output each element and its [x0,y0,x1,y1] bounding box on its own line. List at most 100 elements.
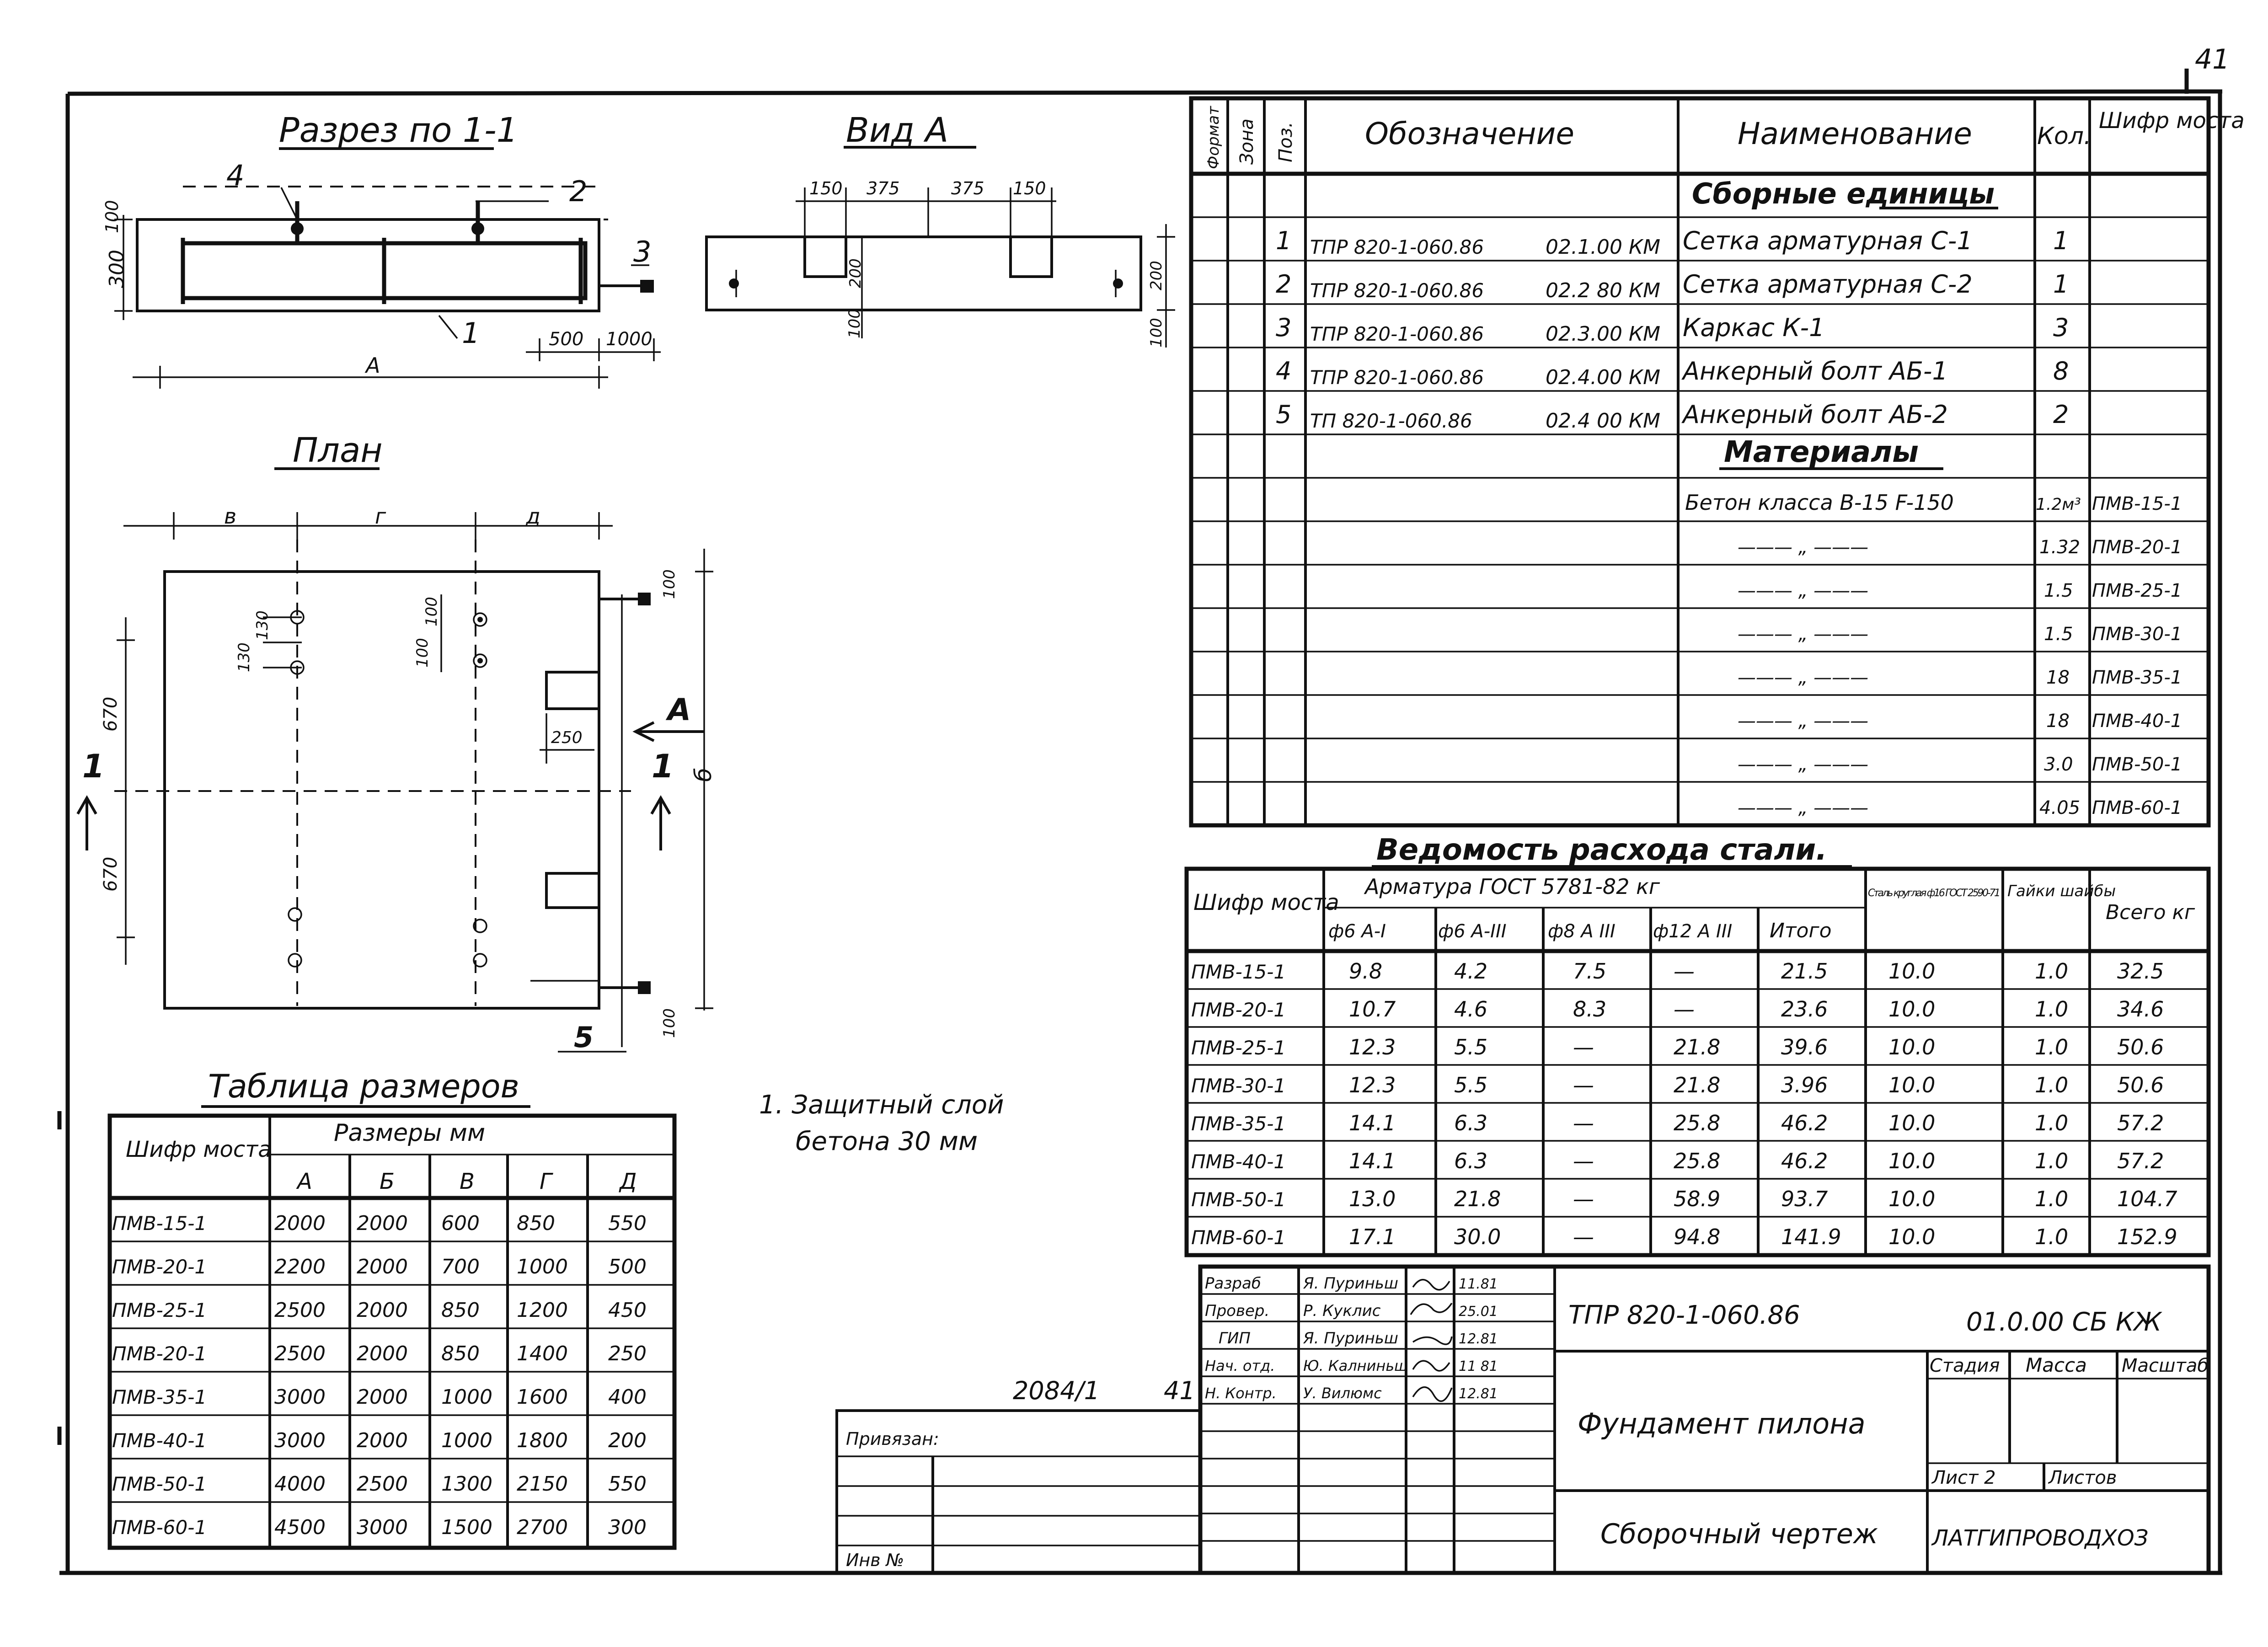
dim-150-l: 150 [809,178,843,198]
dim-h-b: Б [380,1169,395,1194]
steel-cell: 1.0 [2035,1073,2068,1097]
steel-h-col4: ф12 А III [1653,921,1732,942]
steel-cell: 6.3 [1454,1111,1487,1135]
steel-cell: 1.0 [2035,1225,2068,1249]
spec-mat1-qty: 1.2м³ [2036,495,2081,514]
dim-cell: 550 [608,1472,647,1496]
dim-cell: 2000 [357,1385,408,1409]
dim-cell: 2000 [274,1212,326,1235]
dim-cell: 4000 [274,1472,326,1496]
spec-mat5-code: ПМВ-35-1 [2092,667,2182,688]
spec-row2-name: Сетка арматурная С-2 [1683,270,1973,299]
dim-row-code: ПМВ-20-1 [112,1342,207,1365]
dim-cell: 1000 [517,1255,568,1278]
callout-2: 2 [569,175,587,208]
spec-mat4-qty: 1.5 [2044,624,2073,645]
spec-row1-name: Сетка арматурная С-1 [1683,226,1973,255]
spec-h-qty: Кол. [2037,123,2091,150]
dim-cell: 450 [608,1299,647,1322]
dim-g: г [375,504,386,529]
dim-cell: 3000 [274,1385,326,1409]
steel-cell: 10.0 [1888,997,1935,1021]
spec-row1-qty: 1 [2053,226,2069,255]
dim-cell: 700 [441,1255,480,1278]
date-5: 12.81 [1459,1386,1498,1402]
spec-group-assemblies: Сборные единицы [1692,177,1995,210]
dim-row-code: ПМВ-25-1 [112,1299,207,1321]
steel-cell: 7.5 [1573,959,1606,984]
steel-cell: 30.0 [1454,1225,1501,1249]
dim-cell: 2000 [357,1299,408,1322]
dim-cell: 400 [608,1385,647,1409]
steel-cell: 104.7 [2117,1187,2177,1211]
dim-670-bottom: 670 [100,857,121,892]
role-2: Провер. [1205,1302,1269,1320]
spec-row3-code: ТПР 820-1-060.86 [1310,323,1484,345]
dim-cell: 3000 [357,1516,408,1539]
steel-cell: 46.2 [1781,1149,1828,1173]
sheet-number: 41 [2195,43,2230,75]
steel-cell: 5.5 [1454,1035,1487,1059]
dim-100-b: 100 [413,638,432,668]
steel-cell: 9.8 [1349,959,1382,984]
steel-cell: 21.5 [1781,959,1828,984]
steel-cell: 34.6 [2117,997,2164,1021]
steel-cell: 1.0 [2035,1187,2068,1211]
spec-mat1-code: ПМВ-15-1 [2092,493,2182,514]
spec-row1-pos: 1 [1276,226,1291,255]
steel-cell: 10.0 [1888,1073,1935,1097]
spec-mat3-name: ——— „ ——— [1738,580,1868,601]
dim-cell: 300 [608,1516,647,1539]
dim-cell: 850 [441,1299,480,1322]
steel-cell: 94.8 [1674,1225,1720,1249]
spec-mat6-code: ПМВ-40-1 [2092,711,2182,732]
steel-h-group: Арматура ГОСТ 5781-82 кг [1364,874,1660,899]
name-2: Р. Куклис [1303,1302,1381,1320]
dim-v: в [224,504,236,529]
steel-cell: 1.0 [2035,1149,2068,1173]
steel-cell: 93.7 [1781,1187,1828,1211]
dim-100: 100 [102,200,122,233]
dim-d: д [525,504,540,529]
dim-1000: 1000 [606,329,653,350]
spec-group-materials: Материалы [1724,435,1919,469]
spec-row5-pos: 5 [1276,400,1291,429]
dim-cell: 550 [608,1212,647,1235]
steel-row-code: ПМВ-50-1 [1191,1188,1286,1211]
view-arrow-a: А [665,692,691,727]
dim-cell: 1000 [441,1385,492,1409]
steel-cell: 46.2 [1781,1111,1828,1135]
sheets-label: Листов [2048,1467,2117,1488]
spec-mat2-name: ——— „ ——— [1738,537,1868,558]
steel-cell: 4.2 [1454,959,1487,984]
date-1: 11.81 [1459,1276,1498,1292]
steel-h-col5: Итого [1770,919,1832,942]
dim-cell: 2200 [274,1255,326,1278]
dim-100-a: 100 [423,597,441,626]
mass-label: Масса [2026,1354,2087,1376]
dim-100-plan-bottom: 100 [660,1008,679,1038]
view-a-title: Вид А [846,111,948,150]
spec-row3-name: Каркас К-1 [1683,313,1824,342]
plan-view: План в г д 130 130 100 100 [76,431,717,1054]
spec-h-code-line: Шифр моста [2099,108,2245,134]
steel-cell: — [1674,997,1695,1021]
steel-cell: 17.1 [1349,1225,1396,1249]
name-1: Я. Пуриньш [1303,1274,1398,1293]
steel-cell: 10.0 [1888,1187,1935,1211]
sheet-label: Лист 2 [1931,1467,1996,1488]
steel-cell: 1.0 [2035,997,2068,1021]
inv-label: Инв № [846,1550,904,1570]
section-1-1: Разрез по 1-1 4 2 3 1 100 300 500 1000 [102,111,661,389]
spec-row5-sub: 02.4 00 КМ [1546,409,1660,433]
spec-h-zone: Зона [1236,118,1257,165]
dim-row-code: ПМВ-40-1 [112,1429,207,1452]
callout-4: 4 [226,159,244,192]
steel-cell: — [1573,1149,1594,1173]
spec-mat7-code: ПМВ-50-1 [2092,754,2182,775]
steel-cell: — [1573,1035,1594,1059]
date-3: 12.81 [1459,1331,1498,1347]
steel-cell: 10.0 [1888,1035,1935,1059]
cut-mark-right: 1 [652,748,674,785]
spec-row1-code: ТПР 820-1-060.86 [1310,236,1484,258]
